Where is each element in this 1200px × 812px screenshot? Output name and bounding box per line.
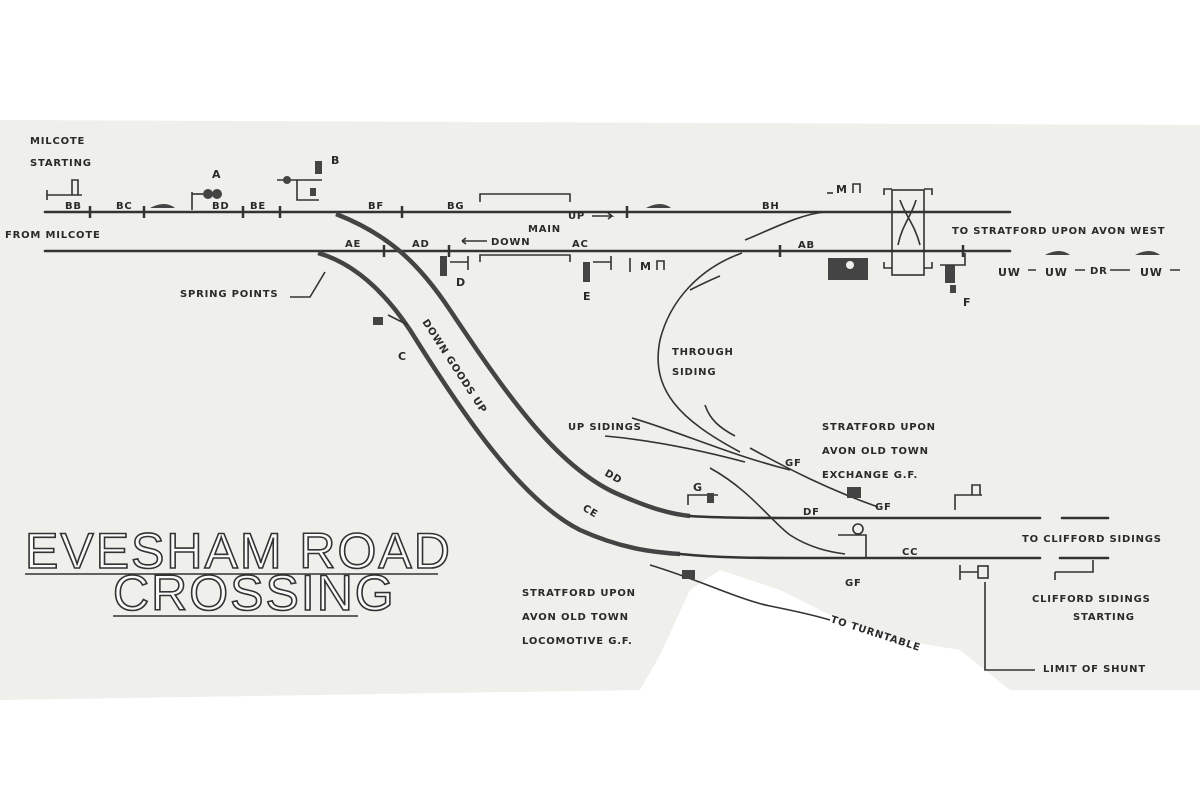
- signal-limit-shunt: [959, 565, 1035, 671]
- svg-text:B: B: [331, 154, 340, 167]
- svg-text:A: A: [212, 168, 221, 181]
- svg-text:UW: UW: [998, 266, 1021, 279]
- svg-text:AC: AC: [572, 239, 589, 250]
- exchange-gf-hut: [847, 487, 861, 498]
- paper-background: [0, 120, 1200, 700]
- label-loco-gf-2: AVON OLD TOWN: [522, 612, 629, 623]
- svg-text:AD: AD: [412, 239, 430, 250]
- label-milcote-starting: MILCOTE: [30, 136, 85, 147]
- signal-down-goods-exit: [954, 484, 982, 510]
- svg-text:GF: GF: [785, 458, 802, 469]
- label-loco-gf-1: STRATFORD UPON: [522, 588, 636, 599]
- svg-text:BE: BE: [250, 201, 266, 212]
- label-exchange-gf-1: STRATFORD UPON: [822, 422, 936, 433]
- svg-text:BH: BH: [762, 201, 780, 212]
- signal-c: [373, 314, 409, 326]
- label-through-siding: THROUGH: [672, 347, 734, 358]
- svg-text:D: D: [456, 276, 466, 289]
- siding-to-cc: [709, 467, 846, 555]
- signal-clifford-starting: [1054, 560, 1094, 580]
- svg-text:DR: DR: [1090, 266, 1108, 277]
- label-up-sidings: UP SIDINGS: [568, 422, 642, 433]
- uw-plates: UW UW UW DR: [150, 204, 1180, 279]
- svg-text:DF: DF: [803, 507, 820, 518]
- platform-down: [479, 254, 571, 262]
- svg-text:CC: CC: [902, 547, 918, 558]
- svg-text:BC: BC: [116, 201, 133, 212]
- track-joints: [88, 206, 965, 257]
- label-from-milcote: FROM MILCOTE: [5, 230, 101, 241]
- svg-text:AE: AE: [345, 239, 361, 250]
- signal-letters: A B C D E F G GF GF GF: [212, 154, 971, 589]
- svg-text:C: C: [398, 350, 407, 363]
- svg-text:BG: BG: [447, 201, 464, 212]
- signal-f: [940, 253, 966, 293]
- label-to-clifford-sidings: TO CLIFFORD SIDINGS: [1022, 534, 1162, 545]
- label-down: DOWN: [491, 237, 530, 248]
- label-through-siding-2: SIDING: [672, 367, 716, 378]
- down-branch-cc: [678, 552, 1042, 560]
- svg-text:UW: UW: [1045, 266, 1068, 279]
- siding-to-gf: [749, 447, 879, 508]
- label-milcote-starting-2: STARTING: [30, 158, 92, 169]
- label-up: UP: [568, 211, 585, 222]
- svg-text:GF: GF: [845, 578, 862, 589]
- through-siding: [657, 252, 743, 453]
- goods-line-df: [688, 514, 1042, 520]
- crossover-ab: [744, 211, 826, 241]
- track-circuit-labels: BB BC BD BE BF BG BH AE AD AC AB DD DF C…: [65, 201, 918, 558]
- signal-d: [440, 256, 469, 276]
- signal-box-window: [846, 261, 854, 269]
- through-siding-spur: [689, 275, 721, 291]
- mo-plate-down: M: [629, 258, 665, 273]
- up-siding-2: [604, 435, 746, 463]
- up-siding-1: [631, 417, 791, 471]
- svg-text:BD: BD: [212, 201, 230, 212]
- loco-gf-hut: [682, 570, 695, 579]
- label-spring-points: SPRING POINTS: [180, 289, 278, 300]
- signal-milcote-starting: [46, 179, 82, 200]
- platform-up: [479, 193, 571, 202]
- level-crossing: [883, 188, 933, 276]
- label-loco-gf-3: LOCOMOTIVE G.F.: [522, 636, 633, 647]
- label-clifford-starting-2: STARTING: [1073, 612, 1135, 623]
- label-exchange-gf-3: EXCHANGE G.F.: [822, 470, 918, 481]
- svg-text:G: G: [693, 481, 703, 494]
- svg-text:BB: BB: [65, 201, 82, 212]
- title-line-1: EVESHAM ROAD: [25, 523, 452, 579]
- ground-signal-cc: [838, 523, 867, 557]
- signal-e: [583, 256, 612, 282]
- spring-points-pointer: [290, 271, 326, 298]
- svg-text:E: E: [583, 290, 591, 303]
- signal-b: [277, 161, 322, 201]
- label-clifford-starting-1: CLIFFORD SIDINGS: [1032, 594, 1151, 605]
- svg-text:BF: BF: [368, 201, 384, 212]
- signal-g: [687, 493, 718, 505]
- signal-box: [828, 258, 868, 280]
- down-branch-line: [317, 250, 681, 557]
- label-exchange-gf-2: AVON OLD TOWN: [822, 446, 929, 457]
- label-limit-of-shunt: LIMIT OF SHUNT: [1043, 664, 1146, 675]
- svg-text:AB: AB: [798, 240, 815, 251]
- mo-plate-up: M: [827, 183, 861, 196]
- siding-upper-branch: [704, 404, 736, 437]
- label-main: MAIN: [528, 224, 561, 235]
- goods-line: [335, 211, 691, 519]
- svg-text:UW: UW: [1140, 266, 1163, 279]
- svg-text:GF: GF: [875, 502, 892, 513]
- signal-a: [191, 189, 222, 210]
- label-to-stratford-west: TO STRATFORD UPON AVON WEST: [952, 226, 1165, 237]
- up-direction-arrow: [592, 212, 615, 220]
- svg-text:M: M: [836, 183, 848, 196]
- svg-text:M: M: [640, 260, 652, 273]
- svg-text:F: F: [963, 296, 971, 309]
- down-direction-arrow: [461, 237, 487, 245]
